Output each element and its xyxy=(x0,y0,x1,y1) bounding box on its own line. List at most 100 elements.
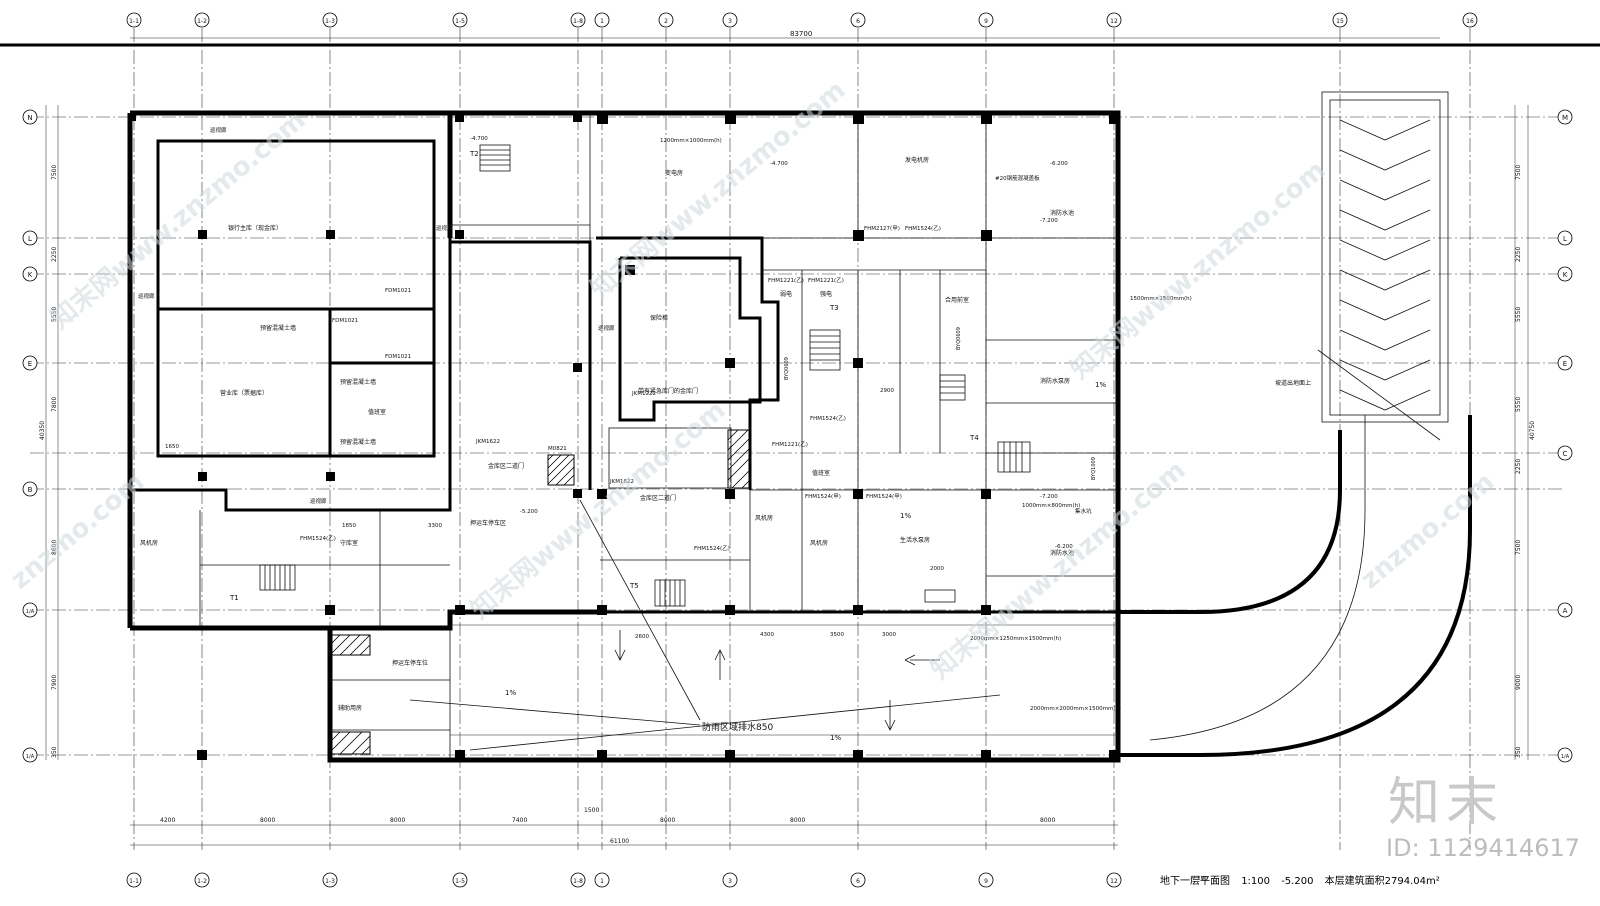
door-tag: FHM1524(乙) xyxy=(905,225,941,232)
axis-label: 3 xyxy=(728,18,732,25)
axis-label: 1/A xyxy=(26,754,35,760)
slope-note: 1% xyxy=(830,734,841,742)
note: 1000mm×800mm(h) xyxy=(1022,503,1080,509)
door-tag: JKM1622 xyxy=(609,479,634,485)
axis-label: B xyxy=(28,486,33,494)
door-tag: BYQ1009 xyxy=(1091,457,1097,480)
axis-label: 1 xyxy=(600,878,604,885)
stair-label: T1 xyxy=(229,594,239,602)
door-tag: BYQ0609 xyxy=(956,327,962,350)
room-generator: 发电机房 xyxy=(905,156,929,164)
dim-note: 3000 xyxy=(882,632,896,638)
axis-label: 15 xyxy=(1336,18,1344,25)
level-mark: -5.200 xyxy=(520,509,538,515)
room-fire-pool: 消防水池 xyxy=(1050,209,1074,217)
left-dimensions: 7500 2250 5550 7800 8600 7900 350 40350 xyxy=(39,105,59,760)
interior-walls xyxy=(199,113,1118,760)
axis-label: 6 xyxy=(856,18,860,25)
door-tag: FDM1021 xyxy=(385,354,411,360)
axis-label: 1-5 xyxy=(455,878,465,885)
axis-label: M xyxy=(1562,114,1568,122)
room-emergency-door: 带有紧急库门的金库门 xyxy=(638,387,698,395)
axis-label: 1-2 xyxy=(197,18,207,25)
door-tag: FDM1021 xyxy=(385,288,411,294)
room-armored-car: 押运车停车区 xyxy=(470,519,506,527)
axis-label: 1/A xyxy=(26,609,35,615)
level-mark: -7.200 xyxy=(1190,876,1208,882)
level-annotations: -5.200 -4.700 -4.700 -6.200 -7.200 -6.20… xyxy=(165,136,1208,882)
watermark: znzmo.com xyxy=(1355,467,1500,595)
hatched-shafts xyxy=(329,429,751,755)
door-labels: FDM1021 FDM1021 FDM1021 JKM1622 JKM1622 … xyxy=(300,225,1097,552)
door-tag: FHM1524(甲) xyxy=(866,493,902,500)
dim-note: 2000 xyxy=(930,566,944,572)
dim-text: 61100 xyxy=(610,838,629,845)
dim-text: 7500 xyxy=(51,165,58,180)
precast-wall: 预留混凝土墙 xyxy=(340,438,376,446)
dim-text: 2250 xyxy=(1515,247,1522,262)
axis-bubbles-bottom: 1-1 1-2 1-3 1-5 1-8 1 3 6 9 12 xyxy=(126,872,1122,888)
axis-label: E xyxy=(1563,360,1567,368)
dim-text: 4200 xyxy=(160,817,175,824)
stairs xyxy=(259,144,1031,607)
drawing-level: -5.200 xyxy=(1281,876,1314,887)
room-vault-main: 银行主库（现金库） xyxy=(228,224,282,232)
door-tag: M0821 xyxy=(548,446,567,452)
axis-label: 1-8 xyxy=(573,18,583,25)
axis-label: 1-3 xyxy=(325,878,335,885)
door-tag: FHM1221(乙) xyxy=(772,441,808,448)
note: #20钢筋混凝盖板 xyxy=(995,174,1040,182)
watermark: 知末网www.znzmo.com xyxy=(1065,155,1331,385)
level-mark: -6.200 xyxy=(1055,544,1073,550)
axis-label: 1-1 xyxy=(129,18,139,25)
axis-label: 3 xyxy=(728,878,732,885)
grid-lines-vertical xyxy=(133,28,1471,850)
dim-text: 7500 xyxy=(1515,540,1522,555)
drawing-title: 地下一层平面图 xyxy=(1160,876,1230,887)
axis-bubbles-top: 1-1 1-2 1-3 1-5 1-8 1 2 3 6 9 12 15 16 xyxy=(126,12,1478,28)
axis-label: 12 xyxy=(1110,878,1118,885)
door-tag: FHM1524(乙) xyxy=(694,545,730,552)
room-weak-elec: 弱电 xyxy=(780,290,792,298)
axis-label: 9 xyxy=(984,18,988,25)
dim-note: 3300 xyxy=(428,523,442,529)
axis-label: K xyxy=(28,271,33,279)
axis-label: 16 xyxy=(1466,18,1474,25)
dim-text: 7800 xyxy=(51,397,58,412)
dim-text: 8600 xyxy=(51,540,58,555)
door-tag: FHM2127(甲) xyxy=(864,225,900,232)
axis-label: 12 xyxy=(1110,18,1118,25)
area-note: 本层建筑面积2794.04m² xyxy=(1324,876,1440,887)
dim-text: 7400 xyxy=(512,817,527,824)
level-mark: -7.200 xyxy=(1040,494,1058,500)
door-tag: JKM1622 xyxy=(475,439,500,445)
room-aux: 辅助用房 xyxy=(338,704,362,712)
dim-text: 1500 xyxy=(584,807,599,814)
dim-text: 40750 xyxy=(1529,421,1536,440)
level-mark: -4.700 xyxy=(770,161,788,167)
axis-label: A xyxy=(1563,607,1568,615)
room-vault-duty: 值班室 xyxy=(368,408,386,416)
level-mark: -6.200 xyxy=(1050,161,1068,167)
axis-label: 1-2 xyxy=(197,878,207,885)
level-mark: -4.700 xyxy=(470,136,488,142)
axis-label: 1 xyxy=(600,18,604,25)
axis-label: 1/A xyxy=(1561,754,1570,760)
room-strong-elec: 强电 xyxy=(820,290,832,298)
door-tag: FHM1221(乙) xyxy=(768,277,804,284)
stair-label: T3 xyxy=(829,304,839,312)
room-labels: 银行主库（现金库） 营业库（票据库） 值班室 保险柜 带有紧急库门的金库门 预留… xyxy=(138,126,1311,742)
dim-note: 1850 xyxy=(342,523,356,529)
door-tag: FDM1021 xyxy=(332,318,358,324)
room-guard: 守库室 xyxy=(340,539,358,547)
door-tag: FHM1524(乙) xyxy=(300,535,336,542)
dim-text: 2250 xyxy=(51,247,58,262)
door-tag: FHM1221(乙) xyxy=(808,277,844,284)
dim-text: 8000 xyxy=(260,817,275,824)
axis-bubbles-left: N L K E B 1/A 1/A xyxy=(22,109,38,763)
dim-text: 350 xyxy=(1515,746,1522,758)
grid-lines-horizontal xyxy=(30,116,1565,756)
slope-note: 1% xyxy=(900,512,911,520)
axis-label: C xyxy=(1563,450,1568,458)
room-lift-hall: 合用前室 xyxy=(945,296,969,304)
